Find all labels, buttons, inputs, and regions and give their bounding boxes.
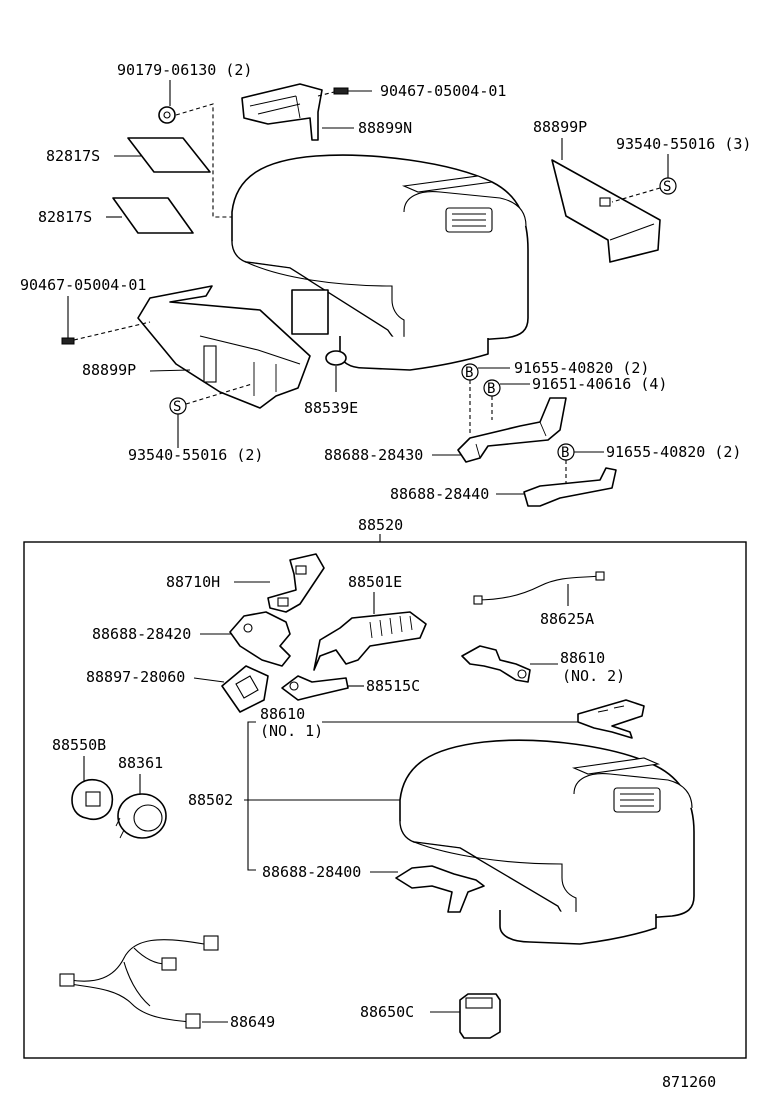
storage-box-lower (399, 739, 695, 945)
label-88899n: 88899N (358, 119, 412, 137)
label-88550b: 88550B (52, 736, 106, 754)
module-88650c (459, 993, 501, 1039)
label-88899p-right: 88899P (533, 118, 587, 136)
cover-88899p-right (551, 159, 661, 263)
label-88688-28420: 88688-28420 (92, 625, 191, 643)
cover-88899p-left (137, 285, 311, 409)
clip-90179-icon (158, 106, 176, 124)
label-90467-05004-01-top: 90467-05004-01 (380, 82, 506, 100)
label-88610-no2: 88610 (560, 649, 605, 667)
switch-88610-no2 (461, 645, 531, 683)
knob-88550b (71, 756, 114, 820)
label-88688-28430: 88688-28430 (324, 446, 423, 464)
label-88502: 88502 (188, 791, 233, 809)
label-88688-28400: 88688-28400 (262, 863, 361, 881)
bracket-88688-28430 (457, 397, 567, 463)
label-88899p-left: 88899P (82, 361, 136, 379)
label-88688-28440: 88688-28440 (390, 485, 489, 503)
label-93540-right: 93540-55016 (3) (616, 135, 751, 153)
latch-88501e (313, 611, 427, 671)
label-88520: 88520 (358, 516, 403, 534)
label-88515c: 88515C (366, 677, 420, 695)
s-marker-right-text: S (663, 179, 671, 195)
b-marker-1-text: B (465, 365, 473, 381)
label-90467-05004-01-left: 90467-05004-01 (20, 276, 146, 294)
label-82817s-b: 82817S (38, 208, 92, 226)
switch-88610-no1 (577, 699, 645, 739)
s-marker-left-text: S (173, 399, 181, 415)
label-88649: 88649 (230, 1013, 275, 1031)
label-82817s-a: 82817S (46, 147, 100, 165)
screw-90467-top-icon (333, 87, 372, 95)
label-91655-b: 91655-40820 (2) (606, 443, 741, 461)
cover-88899n (241, 83, 323, 141)
storage-box-upper (231, 154, 529, 371)
wire-88625a (473, 571, 605, 606)
sticker-82817s-a (127, 137, 211, 173)
diagram-number: 871260 (662, 1073, 716, 1091)
grommet-88539e (325, 350, 347, 392)
label-88897-28060: 88897-28060 (86, 668, 185, 686)
label-88710h: 88710H (166, 573, 220, 591)
label-91655-a: 91655-40820 (2) (514, 359, 649, 377)
seal-88897-28060 (221, 665, 269, 713)
label-88361: 88361 (118, 754, 163, 772)
hinge-88710h (267, 553, 325, 613)
label-93540-left: 93540-55016 (2) (128, 446, 263, 464)
label-88501e: 88501E (348, 573, 402, 591)
gear-88361 (115, 774, 167, 839)
cable-88515c (281, 675, 349, 701)
sticker-82817s-b (112, 197, 194, 234)
label-88539e: 88539E (304, 399, 358, 417)
b-marker-2-text: B (487, 381, 495, 397)
label-88610-no1: 88610 (260, 705, 305, 723)
label-88650c: 88650C (360, 1003, 414, 1021)
screw-90467-left-icon (61, 337, 75, 345)
label-88610-no2-sub: (NO. 2) (562, 667, 625, 685)
label-91651: 91651-40616 (4) (532, 375, 667, 393)
bracket-88688-28420 (229, 611, 291, 667)
label-88625a: 88625A (540, 610, 594, 628)
label-90179-06130: 90179-06130 (2) (117, 61, 252, 79)
b-marker-3-text: B (561, 445, 569, 461)
harness-88649 (59, 935, 219, 1029)
bracket-88688-28400 (395, 865, 485, 913)
bracket-88688-28440 (523, 467, 617, 507)
label-88610-no1-sub: (NO. 1) (260, 722, 323, 740)
kit-88520-frame (23, 541, 747, 1059)
